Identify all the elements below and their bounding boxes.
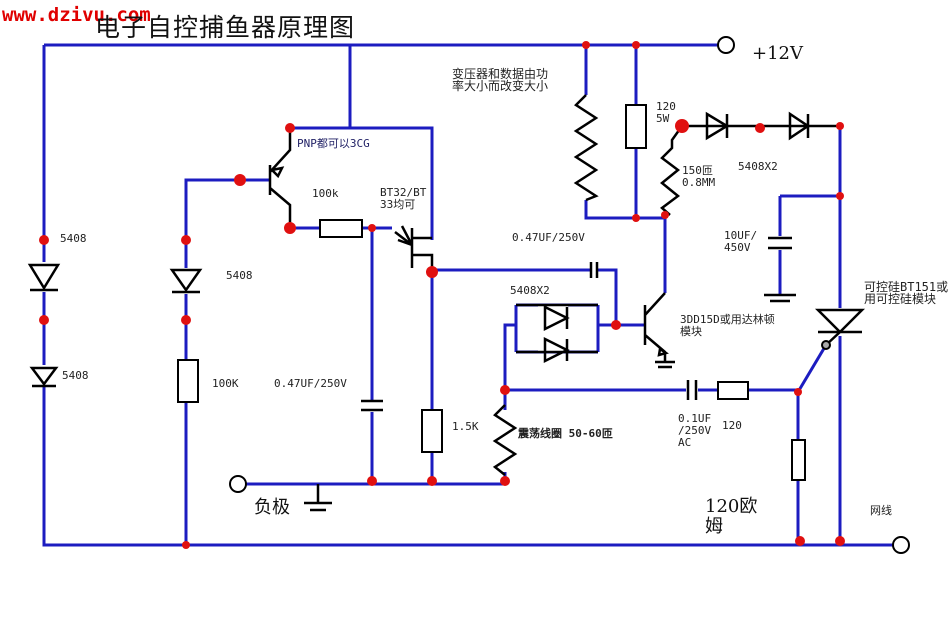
ground-negative [304, 484, 332, 512]
resistor-100k [319, 219, 363, 238]
npn-transistor [643, 292, 675, 369]
watermark: www.dzivu.com [2, 4, 151, 26]
capacitor-047-b [589, 262, 599, 278]
label-cap-01uf: 0.1UF /250V AC [678, 412, 712, 449]
label-coil-150: 150匝 0.8MM [682, 164, 716, 189]
scr [814, 308, 866, 350]
diagram-title: 电子自控捕鱼器原理图 [95, 13, 356, 42]
pnp-transistor [268, 128, 292, 228]
label-mains: 网线 [870, 504, 892, 517]
label-res-120: 120 [722, 419, 742, 432]
label-cap-047-a: 0.47UF/250V [512, 231, 585, 244]
components [27, 36, 910, 554]
label-supply: +12V [752, 43, 803, 64]
label-res-100k: 100k [312, 187, 339, 200]
capacitor-10uf [764, 236, 796, 303]
diode-left-1 [27, 262, 61, 292]
label-cap-10uf: 10UF/ 450V [724, 229, 758, 254]
capacitor-047-a [361, 399, 383, 412]
bt-transistor [394, 225, 434, 270]
diode-mid [169, 268, 203, 294]
diode-left-2 [29, 365, 59, 388]
label-res-120-5W: 120 5W [656, 100, 676, 125]
label-transformer-note: 变压器和数据由功 率大小而改变大小 [452, 67, 549, 93]
label-bt-note: BT32/BT 33均可 [380, 186, 427, 211]
transformer-winding [573, 94, 599, 202]
label-res-120-ohm: 120欧 姆 [705, 496, 758, 537]
label-coil: 震荡线圈 50-60匝 [518, 427, 613, 440]
label-res-1-5K: 1.5K [452, 420, 479, 433]
label-pnp-note: PNP都可以3CG [297, 137, 370, 150]
diode-pair [516, 303, 598, 364]
capacitor-01uf [686, 380, 698, 400]
label-diode-pair: 5408X2 [510, 284, 550, 297]
label-npn-note: 3DD15D或用达林顿 模块 [680, 313, 775, 338]
terminal-plus12v [717, 36, 735, 54]
resistor-120-5W [625, 104, 647, 149]
label-scr-note: 可控硅BT151或 用可控硅模块 [864, 280, 949, 306]
label-diode-left-2: 5408 [62, 369, 89, 382]
label-diode-mid: 5408 [226, 269, 253, 282]
resistor-1-5K [421, 409, 443, 453]
junction-nodes [39, 41, 845, 549]
label-diode-series: 5408X2 [738, 160, 778, 173]
label-res-100K: 100K [212, 377, 239, 390]
terminal-negative [229, 475, 247, 493]
coil-150 [660, 125, 684, 216]
label-cap-047-b: 0.47UF/250V [274, 377, 347, 390]
label-negative: 负极 [254, 497, 290, 518]
resistor-120 [717, 381, 749, 400]
resistor-100K [177, 359, 199, 403]
label-diode-left-1: 5408 [60, 232, 87, 245]
oscillation-coil [492, 404, 518, 476]
resistor-120-ohm [791, 439, 806, 481]
terminal-mains [892, 536, 910, 554]
